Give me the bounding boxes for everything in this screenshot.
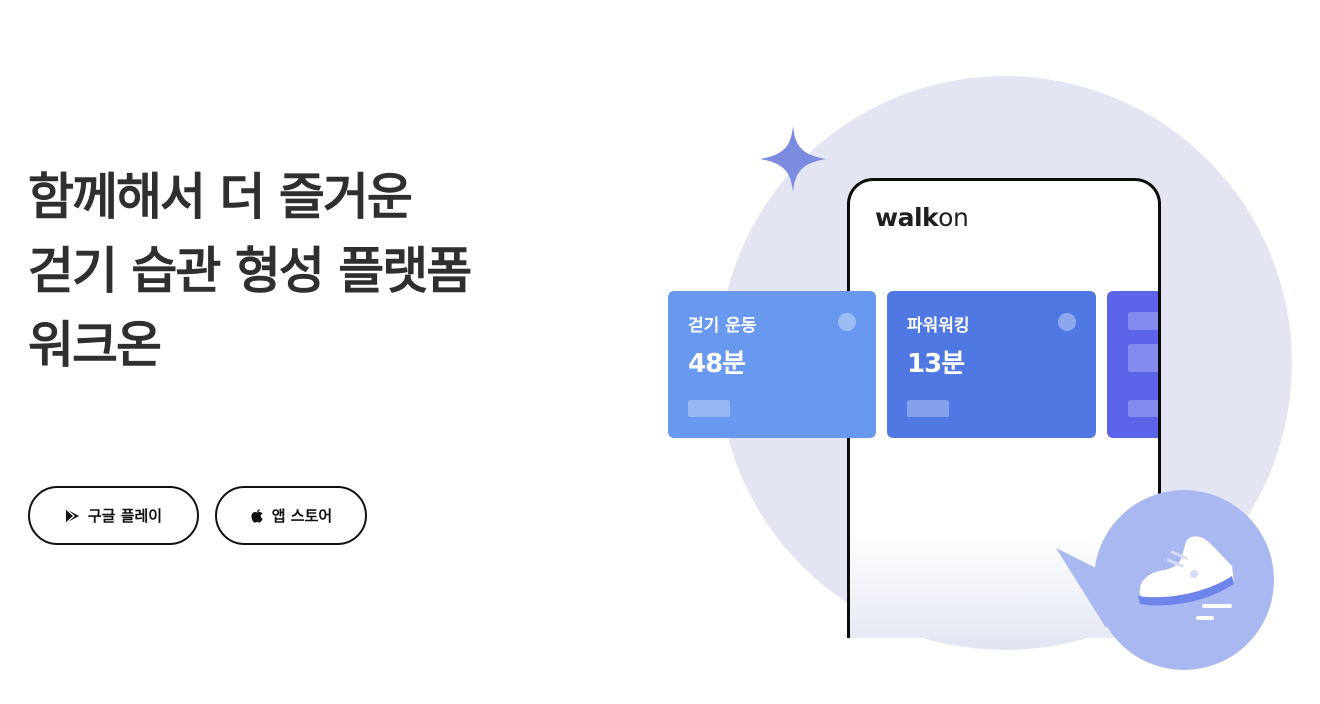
hero-title-line-3: 워크온 — [28, 316, 162, 374]
hero-title-line-1: 함께해서 더 즐거운 — [28, 168, 413, 226]
activity-card-walking[interactable]: 걷기 운동 48분 — [668, 291, 876, 438]
card-placeholder-bar — [1128, 400, 1158, 417]
hero-title-line-2: 걷기 습관 형성 플랫폼 — [28, 242, 472, 300]
card-value: 13분 — [907, 349, 965, 379]
walkon-logo: walkon — [875, 203, 969, 232]
card-title: 파워워킹 — [907, 316, 970, 336]
google-play-label: 구글 플레이 — [87, 507, 163, 525]
sneaker-icon — [1138, 536, 1234, 620]
logo-walk-text: walk — [875, 203, 939, 232]
activity-card-power-walking[interactable]: 파워워킹 13분 — [887, 291, 1096, 438]
card-placeholder-bar — [907, 400, 949, 417]
card-title: 걷기 운동 — [688, 316, 757, 336]
logo-on-text: on — [938, 203, 969, 232]
card-placeholder-title — [1128, 312, 1158, 330]
app-store-button[interactable]: 앱 스토어 — [215, 486, 367, 545]
card-placeholder-value — [1128, 344, 1158, 372]
card-placeholder-bar — [688, 400, 730, 417]
card-value: 48분 — [688, 349, 746, 379]
hero-title: 함께해서 더 즐거운 걷기 습관 형성 플랫폼 워크온 — [28, 160, 628, 382]
app-store-label: 앱 스토어 — [271, 507, 333, 525]
sparkle-icon — [760, 126, 826, 196]
activity-card-partial[interactable] — [1107, 291, 1158, 438]
card-status-dot — [1058, 313, 1076, 331]
google-play-button[interactable]: 구글 플레이 — [28, 486, 199, 545]
speech-bubble — [1054, 486, 1276, 680]
card-status-dot — [838, 313, 856, 331]
apple-icon — [250, 508, 264, 524]
play-triangle-icon — [65, 508, 80, 524]
